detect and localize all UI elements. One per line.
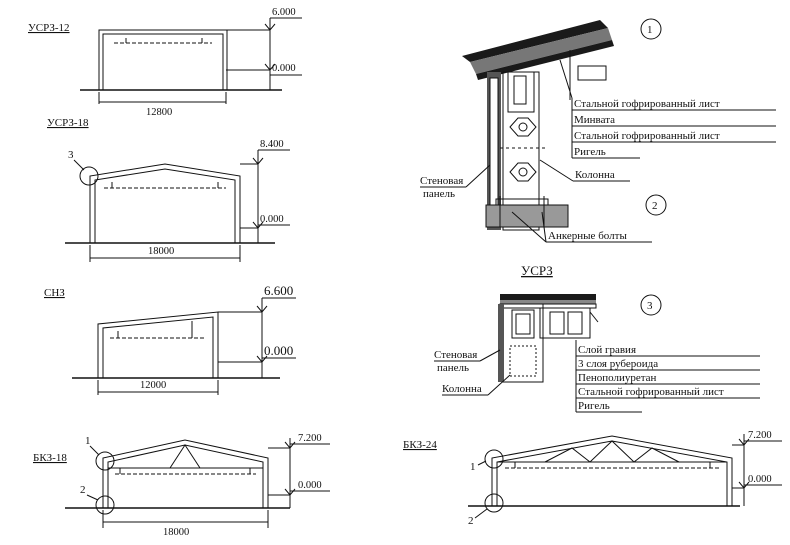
- frame-title: БКЗ-24: [403, 439, 437, 451]
- layer-2: Минвата: [574, 114, 615, 126]
- roof-gravel: [500, 294, 596, 300]
- detail-number-circle: [640, 18, 662, 40]
- foundation: [485, 204, 569, 228]
- detail-number: 3: [647, 300, 653, 312]
- frame-outline: [102, 439, 269, 508]
- layer-3: Пенополиуретан: [578, 372, 657, 384]
- callout-number-1: 1: [85, 435, 91, 447]
- frame-outline: [98, 29, 228, 91]
- span-value: 12800: [146, 107, 172, 118]
- roof-insulation: [499, 303, 597, 309]
- wall-panel-label-line2: панель: [437, 362, 469, 374]
- detail-3-usrz-eave: УСРЗ 3 Слой гравия 3 слоя рубероида Пено…: [434, 263, 760, 413]
- level-ground: 0.000: [272, 63, 296, 74]
- column-label: Колонна: [442, 383, 482, 395]
- roof-insulation: [470, 28, 612, 74]
- span-value: 18000: [148, 246, 174, 257]
- truss-web: [544, 440, 680, 463]
- layer-4: Стальной гофрированный лист: [578, 386, 724, 398]
- level-ground: 0.000: [264, 343, 293, 358]
- wall-panel-label-line1: Стеновая: [434, 349, 477, 361]
- level-top: 6.000: [272, 7, 296, 18]
- frame-snz: СНЗ 6.600 0.000 12000: [44, 283, 296, 395]
- frame-inner: [94, 168, 236, 243]
- callout-circle-1: [95, 451, 115, 471]
- frame-usrz18: УСРЗ-18 3 8.400 0.000 18000: [47, 117, 290, 262]
- level-arrow-ground: [264, 63, 276, 71]
- level-ground: 0.000: [748, 474, 772, 485]
- level-top: 8.400: [260, 139, 284, 150]
- level-top: 6.600: [264, 283, 293, 298]
- callout-number-1: 1: [470, 461, 476, 473]
- column-bolt-top: [509, 117, 537, 137]
- rigel-section: [539, 307, 591, 339]
- frame-bkz18: БКЗ-18 1 2 7.200 0.000 18000: [33, 433, 330, 538]
- callout-number-2: 2: [80, 484, 86, 496]
- layer-1: Стальной гофрированный лист: [574, 98, 720, 110]
- level-ground: 0.000: [298, 480, 322, 491]
- column-label: Колонна: [575, 169, 615, 181]
- detail-heading: УСРЗ: [521, 263, 553, 278]
- column-bolt-bottom: [509, 162, 537, 182]
- detail-2-number-circle: [645, 194, 667, 216]
- layer-2: 3 слоя рубероида: [578, 358, 658, 370]
- rigel-section: [577, 65, 607, 81]
- frame-title: УСРЗ-18: [47, 117, 89, 129]
- frame-outline: [491, 435, 733, 506]
- layer-1: Слой гравия: [578, 344, 636, 356]
- wall-panel-label-line1: Стеновая: [420, 175, 463, 187]
- span-value: 18000: [163, 527, 189, 538]
- callout-circle-1: [484, 449, 504, 469]
- callout-number-2: 2: [468, 515, 474, 527]
- frame-outline: [89, 163, 241, 243]
- level-arrow-top: [264, 23, 276, 31]
- callout-circle-3: [79, 166, 99, 186]
- roof-sheet-top: [462, 20, 608, 62]
- frame-inner: [107, 444, 264, 508]
- layer-5: Ригель: [578, 400, 610, 412]
- frame-usrz12: УСРЗ-12 6.000 0.000 12800: [28, 7, 302, 118]
- wall-panel: [498, 304, 504, 382]
- callout-circle-2: [95, 495, 115, 515]
- callout-circle-2: [484, 493, 504, 513]
- detail-number: 1: [647, 24, 653, 36]
- detail-2-number: 2: [652, 200, 658, 212]
- frame-outline: [97, 311, 219, 378]
- column: [502, 303, 544, 383]
- wall-panel-label-line2: панель: [423, 188, 455, 200]
- frame-title: СНЗ: [44, 287, 65, 299]
- level-top: 7.200: [298, 433, 322, 444]
- roof-sheet-bottom: [476, 40, 614, 80]
- frame-bkz24: БКЗ-24 1 2 7.200 0.000: [403, 430, 782, 527]
- layer-3: Стальной гофрированный лист: [574, 130, 720, 142]
- roof-membrane: [500, 300, 596, 304]
- frame-inner: [102, 33, 224, 91]
- level-ground: 0.000: [260, 214, 284, 225]
- detail-number-circle: [640, 294, 662, 316]
- callout-number: 3: [68, 149, 74, 161]
- detail-1-roof-wall-junction: 1 2 Стальной гофрированн: [420, 18, 776, 243]
- frame-inner: [102, 316, 214, 378]
- anchor-bolts-label: Анкерные болты: [548, 230, 627, 242]
- span-value: 12000: [140, 380, 166, 391]
- layer-4: Ригель: [574, 146, 606, 158]
- frame-title: УСРЗ-12: [28, 22, 70, 34]
- truss-web: [169, 444, 201, 469]
- level-top: 7.200: [748, 430, 772, 441]
- frame-title: БКЗ-18: [33, 452, 67, 464]
